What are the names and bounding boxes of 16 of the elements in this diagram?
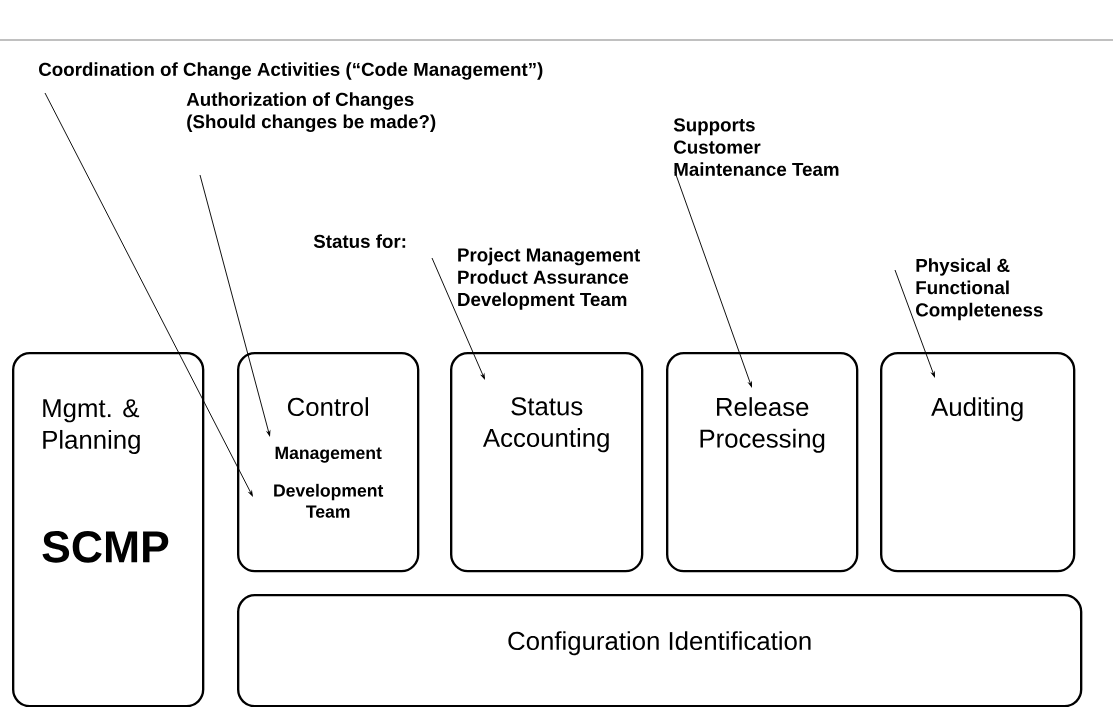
leader-line bbox=[199, 174, 271, 437]
process-box: Release Processing bbox=[666, 352, 859, 573]
process-box: Status Accounting bbox=[450, 352, 644, 573]
leader-line bbox=[431, 257, 485, 380]
leader-line bbox=[894, 269, 935, 378]
process-box: Mgmt. & Planning SCMP bbox=[12, 352, 205, 707]
process-box: Configuration Identification bbox=[237, 594, 1083, 707]
process-box: Control Management Development Team bbox=[237, 352, 420, 573]
annotation-text: Coordination of Change Activities (“Code Management”) bbox=[39, 62, 543, 80]
process-box: Auditing bbox=[880, 352, 1076, 573]
leader-line bbox=[44, 92, 253, 497]
leader-line bbox=[674, 171, 752, 388]
annotation-text: Physical & Functional Completeness bbox=[916, 258, 1043, 321]
annotation-text: Authorization of Changes (Should changes be made?) bbox=[186, 92, 436, 133]
annotation-text: Status for: Project Management Product Assurance Development Team bbox=[313, 234, 641, 310]
annotation-text: Supports Customer Maintenance Team bbox=[673, 118, 839, 177]
